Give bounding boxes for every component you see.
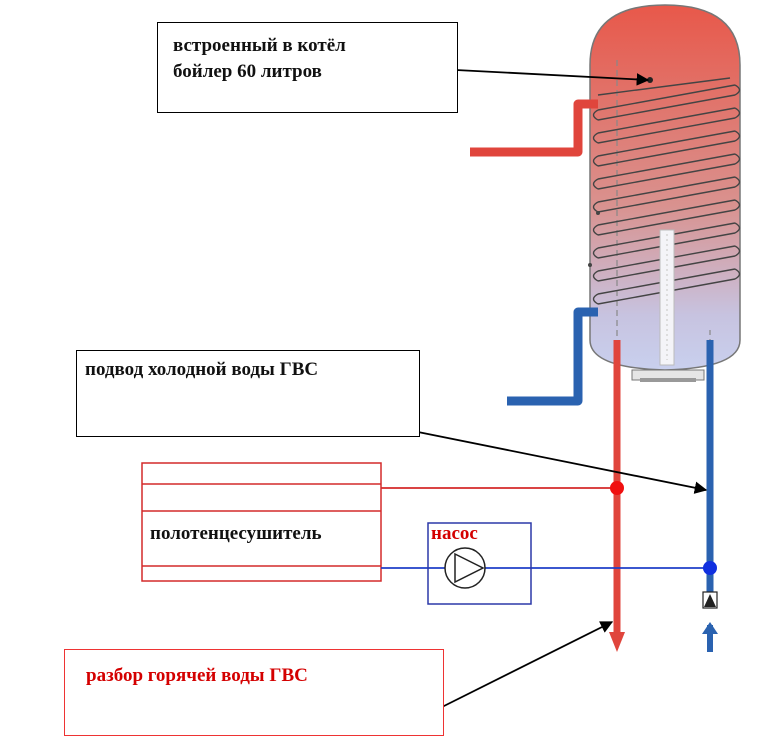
cold-pointer-arrow [417, 431, 708, 494]
sensor-dot [588, 263, 592, 267]
hot-pointer-arrow [441, 621, 614, 708]
hot-outlet-arrow [609, 632, 625, 652]
return-junction [703, 561, 717, 575]
boiler-pointer-arrow [455, 69, 650, 86]
pump-box [427, 522, 532, 605]
boiler-label: встроенный в котёл бойлер 60 литров [173, 35, 346, 82]
boiler-tank [589, 4, 741, 382]
pump-label: насос [431, 523, 478, 544]
sensor-dot [596, 211, 600, 215]
hot-draw-label-box [64, 649, 444, 736]
boiler-supply-pipe [470, 99, 598, 157]
cold-inlet-label: подвод холодной воды ГВС [85, 359, 319, 380]
boiler-return-pipe [507, 307, 598, 406]
hot-draw-label: разбор горячей воды ГВС [86, 665, 308, 686]
pump-icon [444, 547, 486, 589]
boiler-label-box [157, 22, 458, 113]
check-valve-icon [702, 591, 718, 609]
towel-dryer-label: полотенцесушитель [150, 521, 322, 547]
heating-element [659, 229, 675, 366]
cold-inlet-arrow [702, 622, 718, 634]
towel-dryer [141, 462, 382, 582]
cold-inlet-label-box [76, 350, 420, 437]
supply-junction [610, 481, 624, 495]
